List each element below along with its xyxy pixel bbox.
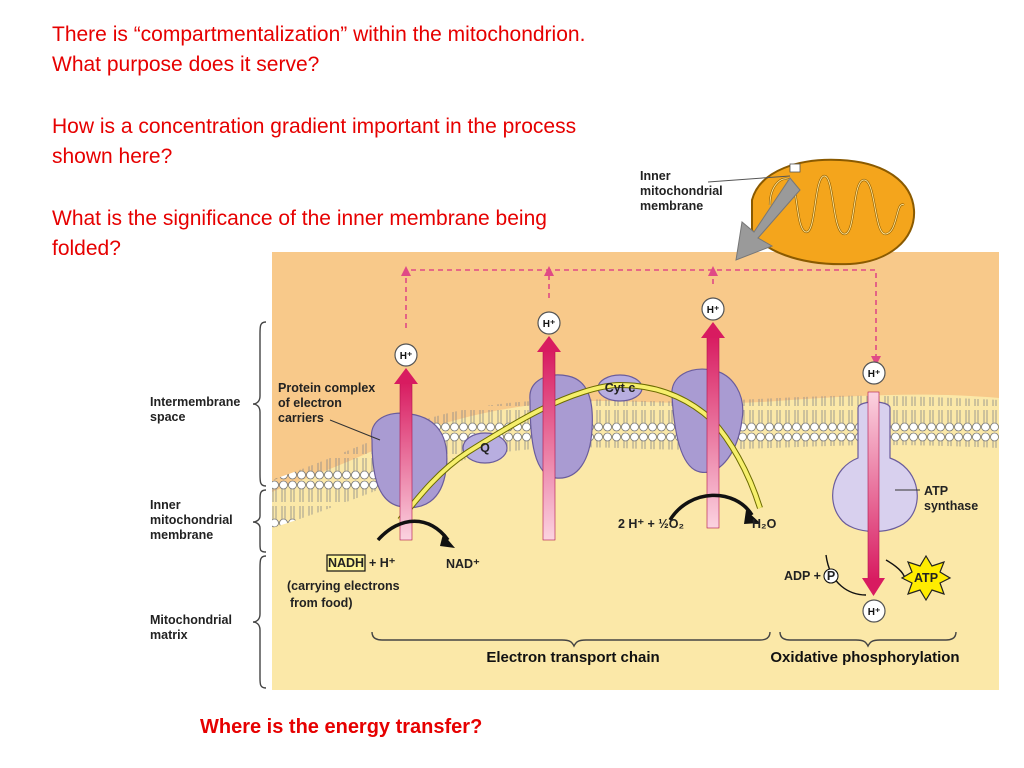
inset-label-3: membrane (640, 199, 703, 213)
energy-transfer-question: Where is the energy transfer? (200, 716, 483, 738)
svg-text:H⁺: H⁺ (868, 607, 881, 618)
proton-arrowhead-1 (394, 368, 418, 384)
nadh-h-plus-label: + H⁺ (369, 556, 396, 570)
h-plus-2: H⁺ (537, 311, 561, 335)
question-concentration-gradient: How is a concentration gradient importan… (52, 115, 577, 168)
pi-circle (823, 568, 839, 584)
protein-complex-label-1: Protein complex (278, 381, 375, 395)
q-label: Q (480, 441, 490, 455)
svg-text:H⁺: H⁺ (400, 351, 413, 362)
cytc-label: Cyt c (605, 381, 636, 395)
intermembrane-space-region (272, 252, 999, 492)
adp-label: ADP + (784, 569, 821, 583)
proton-arrowhead-2 (537, 336, 561, 352)
svg-text:H⁺: H⁺ (543, 319, 556, 330)
ubiquinone-q (462, 432, 508, 464)
atp-synthase-arrowhead (862, 578, 885, 596)
inner-membrane-label-3: membrane (150, 528, 213, 542)
pi-label: P (827, 569, 835, 583)
atp-synthase-label-2: synthase (924, 499, 978, 513)
inset-label-1: Inner (640, 169, 671, 183)
nadh-reaction-arrow (376, 519, 450, 542)
inset-label-2: mitochondrial (640, 184, 723, 198)
h-plus-4: H⁺ (862, 361, 886, 385)
inner-membrane-bilayer (272, 395, 999, 528)
svg-text:H⁺: H⁺ (707, 305, 720, 316)
carrying-electrons-label: (carrying electrons (287, 579, 400, 593)
atp-synthase-label-1: ATP (924, 484, 948, 498)
h-plus-3: H⁺ (701, 297, 725, 321)
proton-arrowhead-3 (701, 322, 725, 338)
matrix-brace (252, 555, 267, 689)
etc-brace (371, 631, 771, 648)
proton-arrow-2 (542, 349, 556, 541)
proton-arrow-3 (706, 335, 720, 529)
inner-membrane-label-2: mitochondrial (150, 513, 233, 527)
matrix-label-1: Mitochondrial (150, 613, 232, 627)
etc-label: Electron transport chain (486, 649, 659, 666)
nadh-label: NADH (328, 556, 364, 570)
h-plus-5: H⁺ (862, 599, 886, 623)
matrix-label-2: matrix (150, 628, 188, 642)
water-label: H₂O (752, 517, 777, 531)
oxygen-reaction-arrow (668, 493, 754, 521)
atp-star (900, 554, 952, 602)
inner-membrane-label-1: Inner (150, 498, 181, 512)
intermembrane-label-1: Intermembrane (150, 395, 240, 409)
atp-synthase-proton-channel (867, 391, 880, 581)
from-food-label: from food) (290, 596, 352, 610)
inset-pointer-arrow (735, 177, 801, 261)
question-inner-membrane-folded: What is the significance of the inner me… (52, 207, 547, 260)
atp-label: ATP (914, 571, 938, 585)
protein-complex-label-2: of electron (278, 396, 342, 410)
oxygen-label: 2 H⁺ + ½O₂ (618, 517, 684, 531)
oxphos-label: Oxidative phosphorylation (770, 649, 959, 666)
nadh-box (326, 554, 366, 572)
oxphos-brace (779, 631, 957, 648)
svg-text:H⁺: H⁺ (868, 369, 881, 380)
proton-arrow-1 (399, 381, 413, 541)
intermembrane-brace (252, 321, 267, 487)
proton-gradient-dashed-path (405, 269, 877, 358)
h-plus-1: H⁺ (394, 343, 418, 367)
nad-label: NAD⁺ (446, 557, 480, 571)
inner-membrane-brace (252, 489, 267, 553)
electron-path (398, 382, 762, 522)
protein-complex-label-3: carriers (278, 411, 324, 425)
question-compartmentalization: There is “compartmentalization” within t… (52, 23, 586, 76)
intermembrane-label-2: space (150, 410, 185, 424)
